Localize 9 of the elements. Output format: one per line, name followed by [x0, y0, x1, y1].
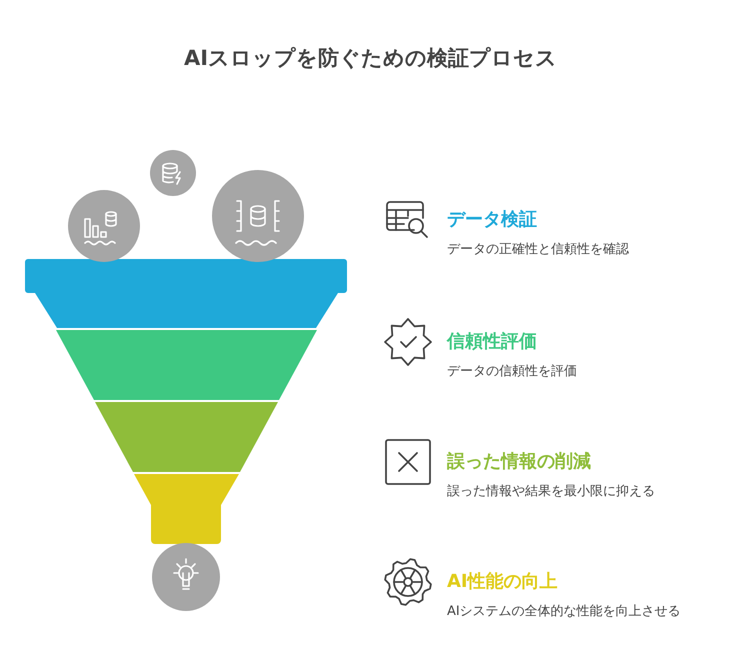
step-description: データの信頼性を評価 [447, 363, 578, 381]
step-description: AIシステムの全体的な性能を向上させる [447, 603, 682, 621]
step-heading: データ検証 [447, 208, 538, 232]
step-heading: 信頼性評価 [447, 330, 538, 354]
step-description: データの正確性と信頼性を確認 [447, 241, 630, 259]
title: AIスロップを防ぐための検証プロセス [182, 45, 558, 72]
step-heading: AI性能の向上 [447, 570, 559, 594]
step-heading: 誤った情報の削減 [447, 450, 592, 474]
step-description: 誤った情報や結果を最小限に抑える [447, 483, 656, 501]
